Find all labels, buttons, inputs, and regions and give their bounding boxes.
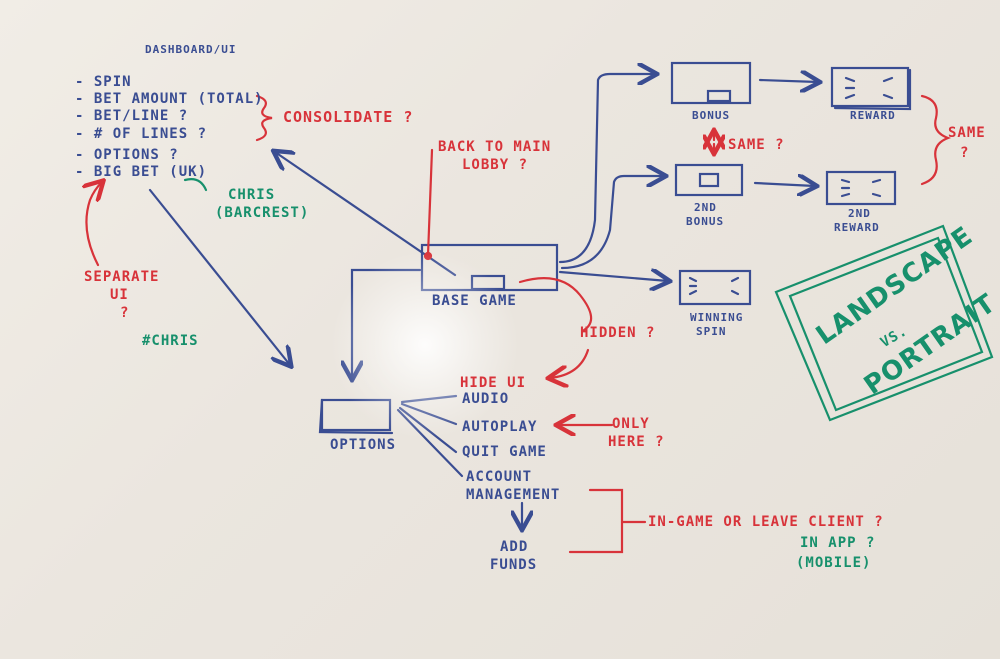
second-reward-label-2: REWARD — [834, 221, 880, 234]
here-note: HERE ? — [608, 434, 665, 450]
winning-label: WINNING — [690, 311, 744, 324]
separate-q-note: ? — [120, 305, 130, 321]
dashboard-title: DASHBOARD/UI — [145, 43, 237, 56]
hide-ui-note: HIDE UI — [460, 375, 527, 391]
dashboard-item-big-bet: - BIG BET (UK) — [75, 164, 208, 180]
base-game-label: BASE GAME — [432, 293, 517, 309]
base-game-inner — [470, 274, 506, 291]
hidden-note: HIDDEN ? — [580, 325, 656, 341]
menu-autoplay: AUTOPLAY — [462, 419, 538, 435]
lobby-note: LOBBY ? — [462, 157, 529, 173]
spin-label: SPIN — [696, 325, 727, 338]
reward-label: REWARD — [850, 109, 896, 122]
barcrest-note: (BARCREST) — [215, 205, 310, 221]
separate-ui-note: UI — [110, 287, 129, 303]
dashboard-item-options: - OPTIONS ? — [75, 147, 179, 163]
in-app-note: IN APP ? — [800, 535, 876, 551]
landscape-box-outer — [774, 224, 994, 422]
second-bonus-box — [674, 163, 744, 197]
same-note: SAME ? — [728, 137, 785, 153]
dashboard-item-lines: - # OF LINES ? — [75, 126, 208, 142]
menu-account: ACCOUNT — [466, 469, 533, 485]
chris-note: CHRIS — [228, 187, 276, 203]
second-reward-box — [825, 170, 897, 206]
add-funds-label-1: ADD — [500, 539, 529, 555]
add-funds-label-2: FUNDS — [490, 557, 538, 573]
bonus-label: BONUS — [692, 109, 731, 122]
bonus-box — [670, 61, 752, 105]
options-label: OPTIONS — [330, 437, 397, 453]
consolidate-note: CONSOLIDATE ? — [283, 108, 414, 126]
hash-chris-note: #CHRIS — [142, 333, 199, 349]
only-note: ONLY — [612, 416, 650, 432]
options-box — [320, 398, 392, 432]
second-reward-label-1: 2ND — [848, 207, 871, 220]
second-bonus-label-2: BONUS — [686, 215, 725, 228]
menu-audio: AUDIO — [462, 391, 510, 407]
dashboard-item-spin: - SPIN — [75, 74, 132, 90]
mobile-note: (MOBILE) — [796, 555, 872, 571]
separate-note: SEPARATE — [84, 269, 160, 285]
menu-quit-game: QUIT GAME — [462, 444, 547, 460]
back-to-lobby-note: BACK TO MAIN — [438, 139, 552, 155]
menu-management: MANAGEMENT — [466, 487, 561, 503]
in-game-note: IN-GAME OR LEAVE CLIENT ? — [648, 514, 884, 530]
same-right-note: SAME — [948, 125, 986, 141]
second-bonus-label-1: 2ND — [694, 201, 717, 214]
reward-box — [830, 66, 910, 108]
landscape-box-inner — [788, 236, 984, 412]
dashboard-item-bet-amount: - BET AMOUNT (TOTAL) — [75, 91, 264, 107]
same-right-q: ? — [960, 145, 970, 161]
dashboard-item-bet-line: - BET/LINE ? — [75, 108, 189, 124]
winning-spin-box — [678, 269, 752, 306]
